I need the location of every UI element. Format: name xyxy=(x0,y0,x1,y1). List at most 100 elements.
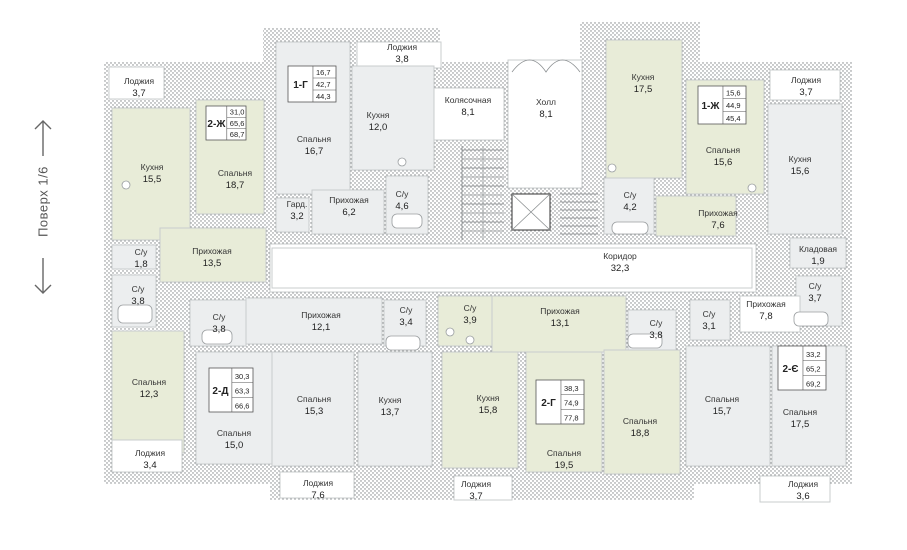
room-name: С/у xyxy=(464,303,478,313)
apartment-type: 2-Г xyxy=(541,398,556,409)
room-r15 xyxy=(433,87,505,141)
bathtub xyxy=(611,221,649,235)
card-frame xyxy=(535,379,585,425)
room-name: Спальня xyxy=(705,394,740,404)
room-r10 xyxy=(356,41,442,69)
sink xyxy=(445,327,455,337)
room-name: С/у xyxy=(132,284,146,294)
room-name: Прихожая xyxy=(746,299,786,309)
apartment-area-value: 33,2 xyxy=(806,350,821,359)
room-area: 1,9 xyxy=(811,256,824,267)
room-area: 3,7 xyxy=(469,491,482,502)
room-name: С/у xyxy=(400,305,414,315)
apartment-cards: 2-Ж31,065,668,71-Г16,742,744,31-Ж15,644,… xyxy=(205,65,827,425)
room-r11 xyxy=(351,65,435,171)
room-r36 xyxy=(441,351,519,469)
room-name: Кладовая xyxy=(799,244,837,254)
room-area: 8,1 xyxy=(539,109,552,120)
room-r39 xyxy=(453,475,513,501)
apartment-card-a1[interactable]: 2-Ж31,065,668,7 xyxy=(205,105,247,141)
room-name: С/у xyxy=(703,309,717,319)
room-name: С/у xyxy=(213,312,227,322)
bathtub xyxy=(391,213,423,229)
room-name: С/у xyxy=(809,281,823,291)
room-name: Колясочная xyxy=(445,95,492,105)
room-name: С/у xyxy=(624,190,638,200)
bathtub xyxy=(117,304,153,324)
sink xyxy=(465,335,475,345)
room-r12 xyxy=(275,197,310,233)
room-area: 17,5 xyxy=(634,84,653,95)
sink xyxy=(607,163,617,173)
apartment-area-value: 38,3 xyxy=(564,384,579,393)
room-name: Лоджия xyxy=(788,479,819,489)
room-area: 3,8 xyxy=(395,54,408,65)
room-area: 15,3 xyxy=(305,406,324,417)
room-area: 4,6 xyxy=(395,201,408,212)
room-name: Спальня xyxy=(547,448,582,458)
arrow-up-icon[interactable] xyxy=(30,118,56,158)
room-r25 xyxy=(271,247,753,289)
room-name: Кухня xyxy=(379,395,402,405)
room-r42 xyxy=(685,345,771,467)
room-r30 xyxy=(357,351,433,467)
room-area: 3,7 xyxy=(132,88,145,99)
apartment-card-a3[interactable]: 1-Ж15,644,945,4 xyxy=(697,85,747,125)
apartment-card-a6[interactable]: 2-Є33,265,269,2 xyxy=(777,345,827,391)
apartment-area-value: 30,3 xyxy=(235,372,250,381)
apartment-card-a5[interactable]: 2-Г38,374,977,8 xyxy=(535,379,585,425)
room-name: Кухня xyxy=(632,72,655,82)
room-area: 1,8 xyxy=(134,259,147,270)
room-area: 3,8 xyxy=(131,296,144,307)
room-name: Холл xyxy=(536,97,556,107)
room-r7 xyxy=(111,330,185,454)
room-r17 xyxy=(605,39,683,179)
bathtub xyxy=(385,335,421,351)
apartment-card-a4[interactable]: 2-Д30,363,366,6 xyxy=(208,367,254,413)
apartment-area-value: 45,4 xyxy=(726,114,741,123)
arrow-down-icon[interactable] xyxy=(30,256,56,296)
room-area: 3,2 xyxy=(290,211,303,222)
apartment-card-a2[interactable]: 1-Г16,742,744,3 xyxy=(287,65,337,103)
room-labels: Лоджия3,7Кухня15,5Спальня18,7С/у1,8С/у3,… xyxy=(124,42,837,502)
room-r33 xyxy=(437,295,493,347)
room-area: 15,6 xyxy=(791,166,810,177)
room-area: 13,7 xyxy=(381,407,400,418)
room-name: Прихожая xyxy=(192,246,232,256)
room-name: Прихожая xyxy=(698,208,738,218)
sink xyxy=(747,183,757,193)
card-frame xyxy=(205,105,247,141)
room-name: Лоджия xyxy=(124,76,155,86)
room-r41 xyxy=(739,295,801,333)
room-r4 xyxy=(111,244,157,270)
room-fills xyxy=(108,39,847,503)
apartment-area-value: 42,7 xyxy=(316,80,331,89)
room-name: Спальня xyxy=(706,145,741,155)
room-area: 4,2 xyxy=(623,202,636,213)
apartment-area-value: 44,3 xyxy=(316,92,331,101)
room-name: Спальня xyxy=(218,168,253,178)
room-r16 xyxy=(507,59,583,189)
room-r9 xyxy=(275,41,351,195)
apartment-area-value: 77,8 xyxy=(564,413,579,422)
room-area: 13,1 xyxy=(551,318,570,329)
sink xyxy=(121,180,131,190)
room-area: 15,5 xyxy=(143,174,162,185)
room-area: 17,5 xyxy=(791,419,810,430)
room-area: 3,1 xyxy=(702,321,715,332)
room-name: Лоджия xyxy=(135,448,166,458)
room-r20 xyxy=(655,195,737,237)
room-area: 12,0 xyxy=(369,122,388,133)
room-name: Прихожая xyxy=(329,195,369,205)
room-area: 3,4 xyxy=(143,460,156,471)
room-area: 7,6 xyxy=(711,220,724,231)
room-area: 12,1 xyxy=(312,322,331,333)
room-name: Спальня xyxy=(623,416,658,426)
apartment-area-value: 16,7 xyxy=(316,68,331,77)
room-area: 32,3 xyxy=(611,263,630,274)
room-area: 3,8 xyxy=(649,330,662,341)
room-name: Спальня xyxy=(297,394,332,404)
apartment-area-value: 66,6 xyxy=(235,401,250,410)
room-area: 7,6 xyxy=(311,490,324,501)
